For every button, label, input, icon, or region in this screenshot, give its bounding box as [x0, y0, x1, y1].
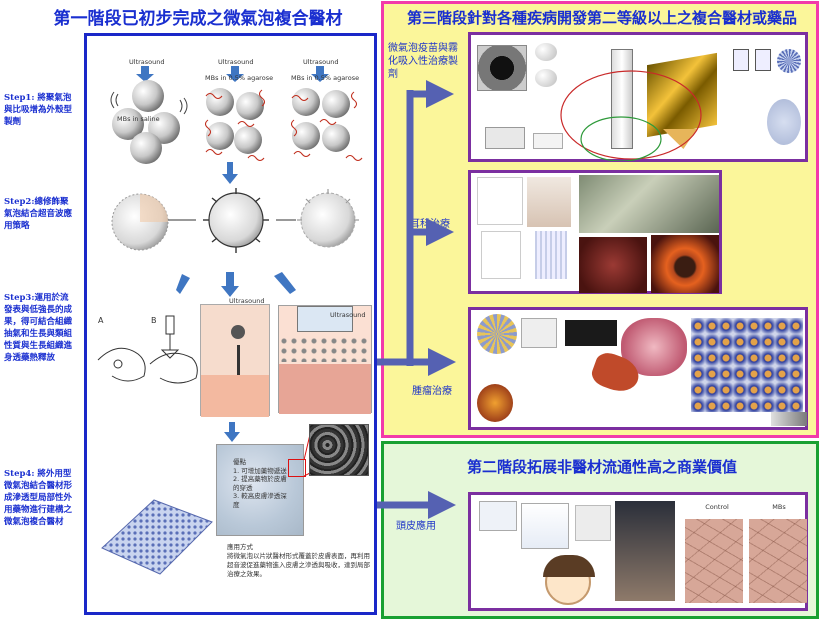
panel-b-label: B [151, 316, 157, 325]
stage2-title: 第二階段拓展非醫材流通性高之商業價值 [466, 458, 737, 476]
zoom-box [288, 459, 306, 477]
ultrasound-label-1: Ultrasound [129, 58, 165, 66]
branch-arrows [176, 272, 296, 297]
agarose-fibers [204, 89, 363, 162]
mbs-saline-label: MBs in saline [117, 115, 160, 123]
ear-endoscope-1 [579, 237, 647, 293]
ultrasound-label-2: Ultrasound [218, 58, 254, 66]
mbs-agarose-label-2: MBs in 0.5% agarose [291, 74, 360, 82]
otology-figure-box [468, 170, 722, 294]
saline-bubbles [112, 80, 180, 164]
ligand-spikes [203, 188, 269, 253]
mbs-label: MBs [772, 503, 786, 511]
ultrasound-box-label: Ultrasound [330, 311, 366, 319]
mesh-patch [101, 499, 213, 575]
tem-image [477, 45, 527, 91]
stage3-label-vaccine: 微氣泡疫苗與霧化吸入性治療製劑 [388, 43, 458, 80]
sem-image [309, 424, 369, 476]
mbs-dermoscopy [749, 519, 807, 603]
control-dermoscopy [685, 519, 743, 603]
scalp-figure-box: Control MBs [468, 492, 808, 611]
syringe-device [611, 49, 633, 149]
step4-text: Step4: 將外用型微氣泡結合醫材形成滲透型局部性外用藥物進行建構之微氣泡複合… [4, 469, 73, 527]
panel-a-label: A [98, 316, 104, 325]
down-arrow-icon-2 [224, 422, 240, 442]
stage3-title: 第三階段針對各種疾病開發第二等級以上之複合醫材或藥品 [406, 9, 797, 27]
vaccine-figure-box [468, 32, 808, 162]
step4-notes-body: 應用方式 將微氣泡以片狀醫材形式覆蓋於皮膚表面，再利用超音波促進藥物進入皮膚之滲… [227, 543, 370, 578]
stage2-label-scalp: 頭皮應用 [396, 521, 436, 532]
step3-text: Step3:運用於流發表與低強長的成果，得可結合組織抽氣和生長與類組性質與生長組… [4, 293, 73, 363]
drug-delivery-diagram [278, 305, 372, 414]
step4-notes-list: 優點 1. 可增加藥物遞送 2. 提高藥物於皮膚的穿透 3. 較高皮膚滲透深度 [233, 458, 287, 509]
ultrasound-small-label: Ultrasound [229, 297, 265, 305]
stage3-label-tumor: 腫瘤治療 [412, 386, 452, 397]
scalp-device-photo [615, 501, 675, 601]
modified-microbubble-figure [111, 188, 359, 253]
down-arrow-icon [222, 162, 238, 184]
ear-endoscope-2 [651, 235, 719, 293]
stage1-title: 第一階段已初步完成之微氣泡複合醫材 [53, 9, 343, 29]
control-label: Control [705, 503, 729, 511]
step1-text: Step1: 將聚氣泡與比吸增為外殼型製劑 [4, 93, 73, 127]
loaded-microbubble [477, 314, 517, 354]
ultrasound-arrows [136, 66, 329, 82]
microbubble-ultrasound-figure [110, 66, 363, 164]
step3-line-drawings [97, 315, 198, 384]
tumor-figure-box [468, 307, 808, 430]
skin-cross-section [200, 304, 270, 417]
ear-model-1 [527, 177, 571, 227]
product-box [521, 503, 569, 549]
doctor-photo [579, 175, 719, 233]
imaging-grid [691, 318, 803, 412]
vibration-marks [110, 91, 188, 115]
ultrasound-label-3: Ultrasound [303, 58, 339, 66]
step2-text: Step2:總修飾聚氣泡結合超音波應用策略 [4, 197, 73, 231]
agarose-bubbles-2 [292, 88, 350, 152]
mbs-agarose-label-1: MBs in 0.5% agarose [205, 74, 274, 82]
device-photo [485, 127, 525, 149]
